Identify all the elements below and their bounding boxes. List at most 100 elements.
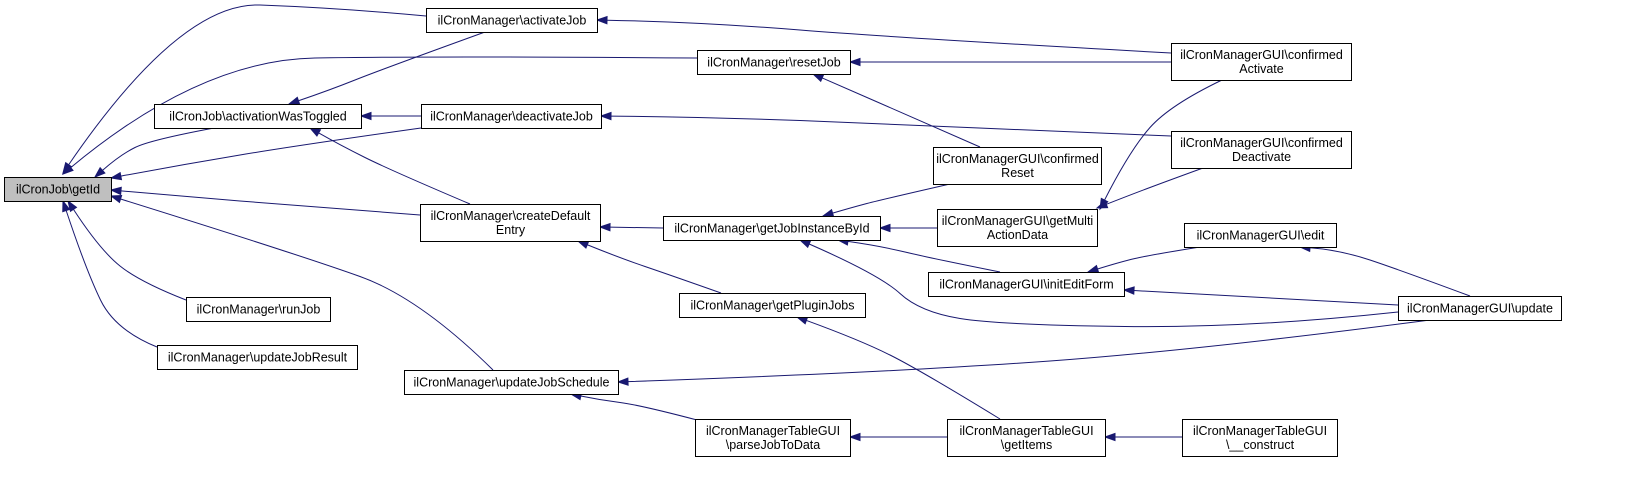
edge-arrowhead (67, 199, 78, 213)
node-box (154, 104, 362, 129)
edge-line (627, 319, 1431, 383)
node-parseJobToData[interactable]: ilCronManagerTableGUI\parseJobToData (695, 419, 851, 457)
node-label-line: Reset (1001, 166, 1034, 180)
edge-arrowhead (62, 199, 71, 213)
node-construct[interactable]: ilCronManagerTableGUI\__construct (1182, 419, 1338, 457)
node-deactivateJob[interactable]: ilCronManager\deactivateJob (421, 104, 602, 129)
edge-createDefaultEntry-to-activationWasToggled (308, 127, 471, 205)
edge-line (610, 115, 1172, 137)
edge-getPluginJobs-to-createDefaultEntry (576, 240, 722, 294)
node-label-line: ilCronManager\createDefault (431, 209, 591, 223)
edge-arrowhead (598, 222, 611, 232)
edge-arrowhead (848, 432, 861, 442)
node-label-line: ilCronManagerGUI\confirmed (1180, 136, 1343, 150)
edge-deactivateJob-to-getId (109, 127, 422, 181)
node-resetJob[interactable]: ilCronManager\resetJob (697, 50, 851, 75)
edge-arrowhead (287, 96, 301, 105)
edge-line (65, 210, 158, 348)
edge-arrowhead (798, 239, 812, 249)
node-label-line: ilCronManagerTableGUI (706, 424, 840, 438)
edge-line (120, 190, 421, 216)
node-label-line: ilCronManagerGUI\initEditForm (939, 278, 1113, 292)
node-update[interactable]: ilCronManagerGUI\update (1398, 296, 1562, 321)
edge-line (606, 19, 1172, 54)
edge-arrowhead (576, 240, 590, 249)
edge-arrowhead (109, 186, 122, 196)
node-box (933, 147, 1102, 185)
edge-getItems-to-parseJobToData (848, 432, 947, 442)
node-label-line: ActionData (987, 228, 1048, 242)
node-label-line: \getItems (1001, 438, 1052, 452)
node-runJob[interactable]: ilCronManager\runJob (186, 297, 331, 322)
edge-line (318, 132, 471, 205)
edge-line (832, 183, 951, 214)
node-label-line: ilCronManager\deactivateJob (430, 110, 593, 124)
edge-update-to-initEditForm (1122, 286, 1399, 306)
node-label-line: ilCronManager\updateJobResult (168, 351, 348, 365)
edge-arrowhead (1103, 432, 1116, 442)
node-box (157, 345, 358, 370)
node-box (697, 50, 851, 75)
edge-arrowhead (599, 111, 612, 121)
edge-confirmedActivate-to-activateJob (595, 15, 1172, 54)
edge-arrowhead (795, 316, 809, 325)
node-box (404, 370, 619, 395)
node-label-line: ilCronManagerGUI\update (1407, 302, 1553, 316)
node-box (937, 209, 1098, 247)
node-activateJob[interactable]: ilCronManager\activateJob (426, 8, 598, 33)
node-box (1398, 296, 1562, 321)
edge-arrowhead (109, 195, 123, 204)
edge-confirmedDeactivate-to-deactivateJob (599, 111, 1172, 137)
node-label-line: \parseJobToData (726, 438, 821, 452)
edge-line (609, 226, 664, 229)
node-getId[interactable]: ilCronJob\getId (4, 177, 112, 202)
edge-line (580, 395, 698, 421)
edge-line (120, 198, 494, 371)
node-label-line: ilCronManagerGUI\getMulti (942, 214, 1093, 228)
edge-arrowhead (61, 163, 74, 175)
edge-arrowhead (848, 57, 861, 67)
node-edit[interactable]: ilCronManagerGUI\edit (1184, 223, 1337, 248)
nodes-layer: ilCronJob\getId ilCronManager\activateJob… (4, 8, 1562, 457)
node-box (1171, 43, 1352, 81)
edge-line (1097, 246, 1201, 270)
node-label-line: \__construct (1226, 438, 1295, 452)
edge-createDefaultEntry-to-getId (109, 186, 421, 216)
node-box (679, 293, 866, 318)
node-updateJobSchedule[interactable]: ilCronManager\updateJobSchedule (404, 370, 619, 395)
node-label-line: ilCronManagerGUI\confirmed (936, 152, 1099, 166)
edge-arrowhead (595, 15, 608, 25)
edge-updateJobSchedule-to-getId (109, 195, 494, 371)
node-box (1171, 131, 1352, 169)
edge-arrowhead (1095, 200, 1109, 209)
edge-getJobInstanceById-to-createDefaultEntry (598, 222, 664, 232)
edge-getMultiActionData-to-getJobInstanceById (878, 223, 937, 233)
node-getJobInstanceById[interactable]: ilCronManager\getJobInstanceById (663, 216, 881, 241)
edge-line (1133, 290, 1399, 306)
node-initEditForm[interactable]: ilCronManagerGUI\initEditForm (928, 272, 1125, 297)
node-label-line: ilCronManager\updateJobSchedule (414, 376, 610, 390)
edge-line (821, 77, 981, 148)
edges-layer (61, 4, 1471, 442)
edge-line (73, 209, 187, 301)
edge-line (847, 240, 1001, 273)
edge-line (68, 4, 427, 166)
node-getItems[interactable]: ilCronManagerTableGUI\getItems (947, 419, 1106, 457)
node-getPluginJobs[interactable]: ilCronManager\getPluginJobs (679, 293, 866, 318)
edge-activationWasToggled-to-getId (93, 127, 215, 178)
node-updateJobResult[interactable]: ilCronManager\updateJobResult (157, 345, 358, 370)
node-label-line: ilCronManager\getPluginJobs (691, 299, 855, 313)
node-box (1184, 223, 1337, 248)
node-label-line: ilCronManagerTableGUI (959, 424, 1093, 438)
edge-line (298, 31, 486, 102)
edge-line (806, 319, 1001, 420)
node-label-line: Entry (496, 223, 526, 237)
node-activationWasToggled[interactable]: ilCronJob\activationWasToggled (154, 104, 362, 129)
node-box (663, 216, 881, 241)
